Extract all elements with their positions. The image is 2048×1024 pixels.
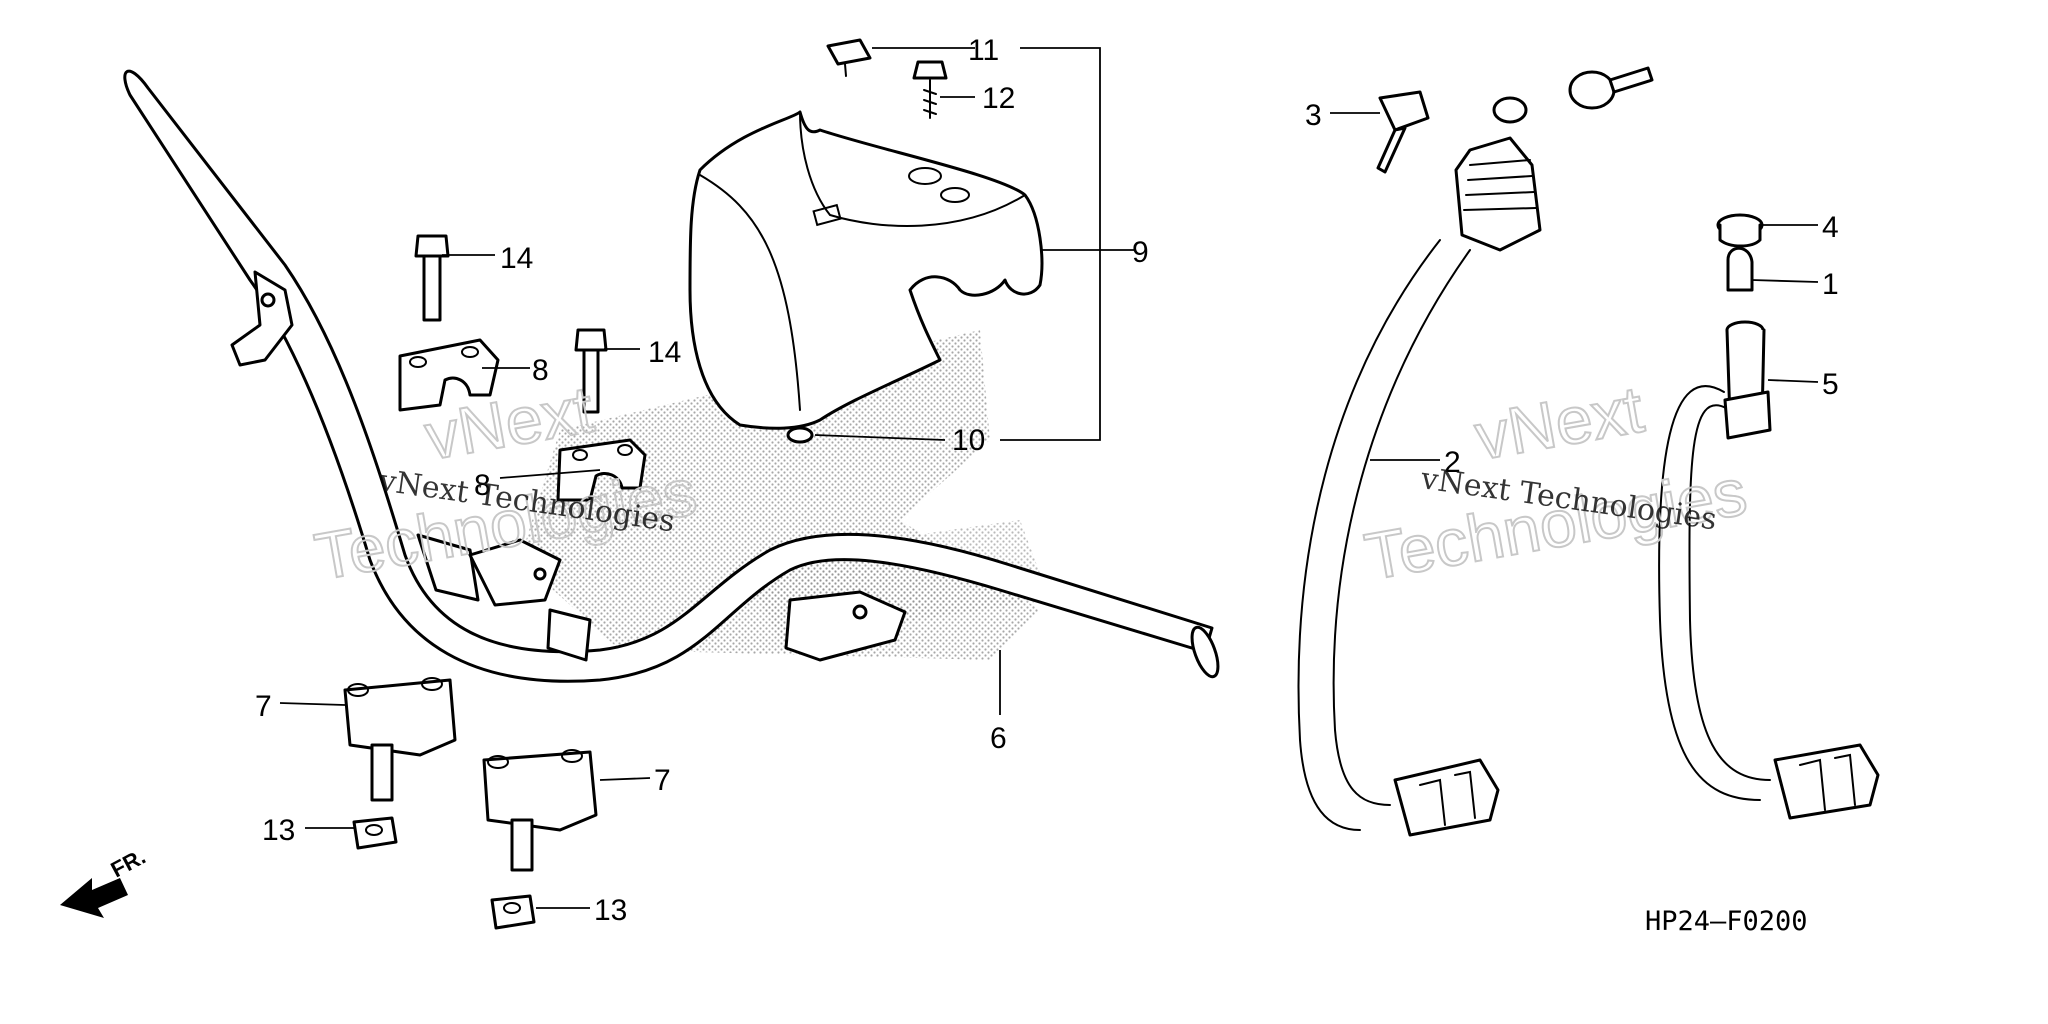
socket-part-5 [1658, 320, 1880, 820]
callout-7-left: 7 [255, 690, 272, 723]
nut-part-13a [352, 816, 398, 850]
callout-13-left: 13 [262, 814, 295, 847]
upper-holder-part-8a [398, 338, 500, 412]
lower-holder-part-7b [482, 749, 598, 872]
callout-7-right: 7 [654, 764, 671, 797]
callout-14-lower: 14 [648, 336, 681, 369]
handlebar-cover [688, 110, 1044, 430]
bolt-part-14-lower [574, 328, 608, 414]
callout-10: 10 [952, 424, 985, 457]
callout-13-right: 13 [594, 894, 627, 927]
cap-part-4 [1716, 213, 1764, 248]
callout-6: 6 [990, 722, 1007, 755]
callout-labels: 11 12 9 10 14 14 8 8 6 7 7 13 13 3 2 4 1… [255, 34, 1839, 927]
callout-11: 11 [968, 34, 999, 67]
callout-1: 1 [1822, 268, 1839, 301]
bolt-part-14-upper [414, 234, 450, 322]
bulb-part-1 [1726, 246, 1754, 292]
nut-part-10 [786, 426, 814, 444]
callout-8-upper: 8 [532, 354, 549, 387]
ignition-switch-part-2 [1297, 66, 1654, 837]
callout-14-upper: 14 [500, 242, 533, 275]
callout-8-lower: 8 [474, 469, 491, 502]
lower-holder-part-7a [343, 677, 457, 802]
figure-code: HP24—F0200 [1645, 906, 1808, 937]
callout-9: 9 [1132, 236, 1149, 269]
front-label: FR. [107, 844, 150, 883]
upper-holder-part-8b [556, 438, 647, 502]
key-part-3 [1376, 90, 1430, 174]
front-arrow-icon [60, 878, 128, 918]
callout-5: 5 [1822, 368, 1839, 401]
callout-12: 12 [982, 82, 1015, 115]
nut-part-13b [490, 894, 536, 930]
callout-3: 3 [1305, 99, 1322, 132]
watermark-line1-right: vNext [1470, 372, 1649, 474]
callout-4: 4 [1822, 211, 1839, 244]
handlebar [123, 69, 1220, 683]
callout-2: 2 [1444, 446, 1461, 479]
screw-part-12 [912, 60, 948, 119]
leader-lines [279, 47, 1819, 909]
clip-part-11 [826, 38, 872, 77]
